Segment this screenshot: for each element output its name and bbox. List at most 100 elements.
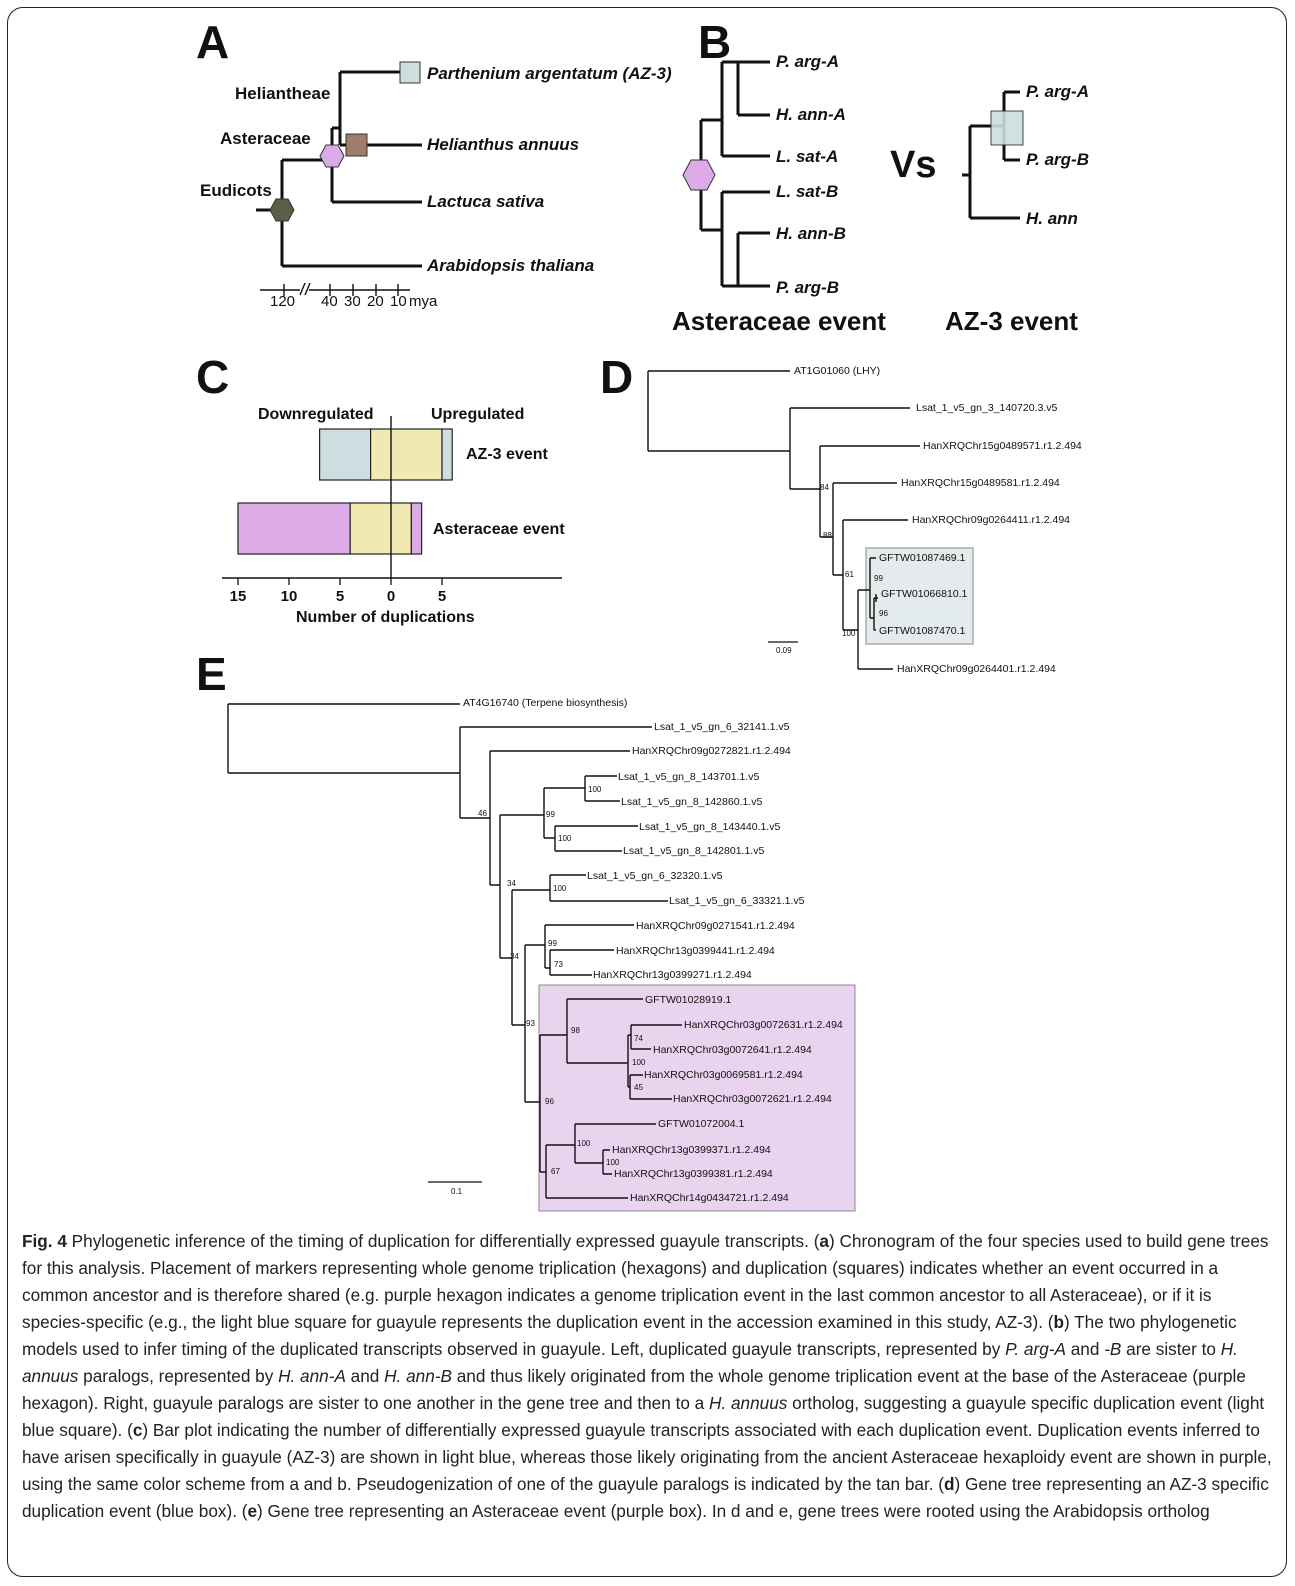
panel-b: B P. arg-A H. ann-A L. sat-A L. sat-B H.…: [672, 16, 1089, 336]
tick-20: 20: [367, 293, 384, 310]
caption-e-text: ) Gene tree representing an Asteraceae e…: [257, 1501, 1210, 1521]
caption-d-letter: d: [944, 1474, 955, 1494]
e-tip-2: Lsat_1_v5_gn_6_32141.1.v5: [654, 721, 790, 733]
az3-square-icon: [990, 110, 1024, 146]
figure-caption: Fig. 4 Phylogenetic inference of the tim…: [22, 1228, 1272, 1525]
tick-10: 10: [390, 293, 407, 310]
e-support-93: 93: [526, 1019, 535, 1028]
caption-b-it6: H. annuus: [709, 1393, 788, 1413]
e-tip-14: HanXRQChr03g0072631.r1.2.494: [684, 1019, 843, 1031]
species-arabidopsis: Arabidopsis thaliana: [426, 256, 594, 275]
e-support-74: 74: [634, 1034, 643, 1043]
e-tip-1: AT4G16740 (Terpene biosynthesis): [463, 697, 627, 709]
d-tip-5: HanXRQChr09g0264411.r1.2.494: [912, 514, 1070, 526]
e-support-99b: 99: [548, 939, 557, 948]
caption-c-text: ) Bar plot indicating the number of diff…: [22, 1420, 1272, 1494]
d-scale-label: 0.09: [776, 646, 792, 655]
caption-b-it4: H. ann-A: [278, 1366, 346, 1386]
tick-40: 40: [321, 293, 338, 310]
e-tip-16: HanXRQChr03g0069581.r1.2.494: [644, 1069, 803, 1081]
e-tip-6: Lsat_1_v5_gn_8_143440.1.v5: [639, 821, 780, 833]
e-support-46: 46: [478, 809, 487, 818]
e-tip-5: Lsat_1_v5_gn_8_142860.1.v5: [621, 796, 762, 808]
bar-up-asteraceae: [410, 502, 423, 555]
tip-parg-b: P. arg-B: [776, 278, 839, 297]
e-support-73: 73: [554, 960, 563, 969]
x-tick-label: 5: [438, 588, 446, 605]
e-tip-13: GFTW01028919.1: [645, 994, 732, 1006]
panel-label-a: A: [196, 16, 229, 68]
caption-b-text6: and thus likely originated from the whol…: [22, 1366, 1246, 1413]
tick-120: 120: [270, 293, 295, 310]
species-helianthus: Helianthus annuus: [427, 135, 579, 154]
category-asteraceae-event: Asteraceae event: [433, 521, 565, 538]
category-az3-event: AZ-3 event: [466, 446, 548, 463]
species-parthenium: Parthenium argentatum (AZ-3): [427, 64, 672, 83]
d-tip-6: GFTW01087469.1: [879, 552, 966, 564]
gene-tree-d-branches: [647, 370, 920, 670]
e-support-98: 98: [571, 1026, 580, 1035]
caption-b-text7: ortholog, suggesting a guayule specific …: [22, 1393, 1265, 1440]
eudicot-triplication-hexagon-icon: [269, 198, 295, 222]
caption-b-it2: -B: [1104, 1339, 1122, 1359]
figure-panels: A Heliantheae Asteraceae Eudicots Parthe…: [196, 16, 1089, 1212]
clade-eudicots: Eudicots: [200, 181, 272, 200]
d-tip-9: HanXRQChr09g0264401.r1.2.494: [897, 663, 1056, 675]
axis-break-icon: [299, 282, 311, 296]
x-axis-label: Number of duplications: [296, 609, 475, 626]
d-tip-7: GFTW01066810.1: [881, 588, 968, 600]
e-tip-21: HanXRQChr14g0434721.r1.2.494: [630, 1192, 789, 1204]
tip-lsat-b: L. sat-B: [776, 182, 838, 201]
bar-down-az3: [319, 428, 372, 481]
x-tick-label: 15: [230, 588, 247, 605]
tick-30: 30: [344, 293, 361, 310]
e-tip-15: HanXRQChr03g0072641.r1.2.494: [653, 1044, 812, 1056]
tip-hann-b: H. ann-B: [776, 224, 846, 243]
tip-hann-right: H. ann: [1026, 209, 1078, 228]
e-tip-11: HanXRQChr13g0399441.r1.2.494: [616, 945, 775, 957]
bar-down-asteraceae: [237, 502, 351, 555]
caption-a-letter: a: [819, 1231, 829, 1251]
title-asteraceae-event: Asteraceae event: [672, 306, 886, 336]
e-tip-10: HanXRQChr09g0271541.r1.2.494: [636, 920, 795, 932]
tip-hann-a: H. ann-A: [776, 105, 846, 124]
caption-b-it3: H. annuus: [22, 1339, 1238, 1386]
clade-asteraceae: Asteraceae: [220, 129, 311, 148]
bar-tan-az3: [370, 428, 443, 481]
e-support-45: 45: [634, 1083, 643, 1092]
bar-layer: [237, 428, 453, 555]
title-az3-event: AZ-3 event: [945, 306, 1078, 336]
d-support-88: 88: [823, 531, 832, 540]
tip-parg-b-right: P. arg-B: [1026, 150, 1089, 169]
figure-frame: [7, 7, 1287, 1577]
caption-b-text2: and: [1065, 1339, 1105, 1359]
e-tip-17: HanXRQChr03g0072621.r1.2.494: [673, 1093, 832, 1105]
panel-label-e: E: [196, 648, 227, 700]
d-support-84: 84: [820, 483, 829, 492]
e-support-100d: 100: [632, 1058, 646, 1067]
caption-b-text5: and: [345, 1366, 385, 1386]
time-axis: [260, 284, 410, 296]
e-support-100b: 100: [558, 834, 572, 843]
species-lactuca: Lactuca sativa: [427, 192, 544, 211]
panel-c: C Downregulated Upregulated AZ-3 event A…: [196, 351, 565, 626]
x-tick-label: 0: [387, 588, 395, 605]
bar-up-az3: [441, 428, 453, 481]
e-tip-4: Lsat_1_v5_gn_8_143701.1.v5: [618, 771, 759, 783]
caption-d-text: ) Gene tree representing an AZ-3 specifi…: [22, 1474, 1269, 1521]
caption-e-letter: e: [247, 1501, 258, 1521]
e-tip-7: Lsat_1_v5_gn_8_142801.1.v5: [623, 845, 764, 857]
asteraceae-hexagon-icon: [682, 159, 716, 191]
e-support-67: 67: [551, 1167, 560, 1176]
e-tip-8: Lsat_1_v5_gn_6_32320.1.v5: [587, 870, 723, 882]
vs-label: Vs: [890, 144, 936, 186]
panel-label-b: B: [698, 16, 731, 68]
caption-intro: Phylogenetic inference of the timing of …: [66, 1231, 820, 1251]
panel-e: E AT4G16740 (Terpene biosynthesis) Lsat_…: [196, 648, 856, 1212]
az3-highlight-box: [865, 547, 974, 645]
caption-b-it1: P. arg-A: [1005, 1339, 1066, 1359]
e-tip-12: HanXRQChr13g0399271.r1.2.494: [593, 969, 752, 981]
e-support-96: 96: [545, 1097, 554, 1106]
e-support-100a: 100: [588, 785, 602, 794]
